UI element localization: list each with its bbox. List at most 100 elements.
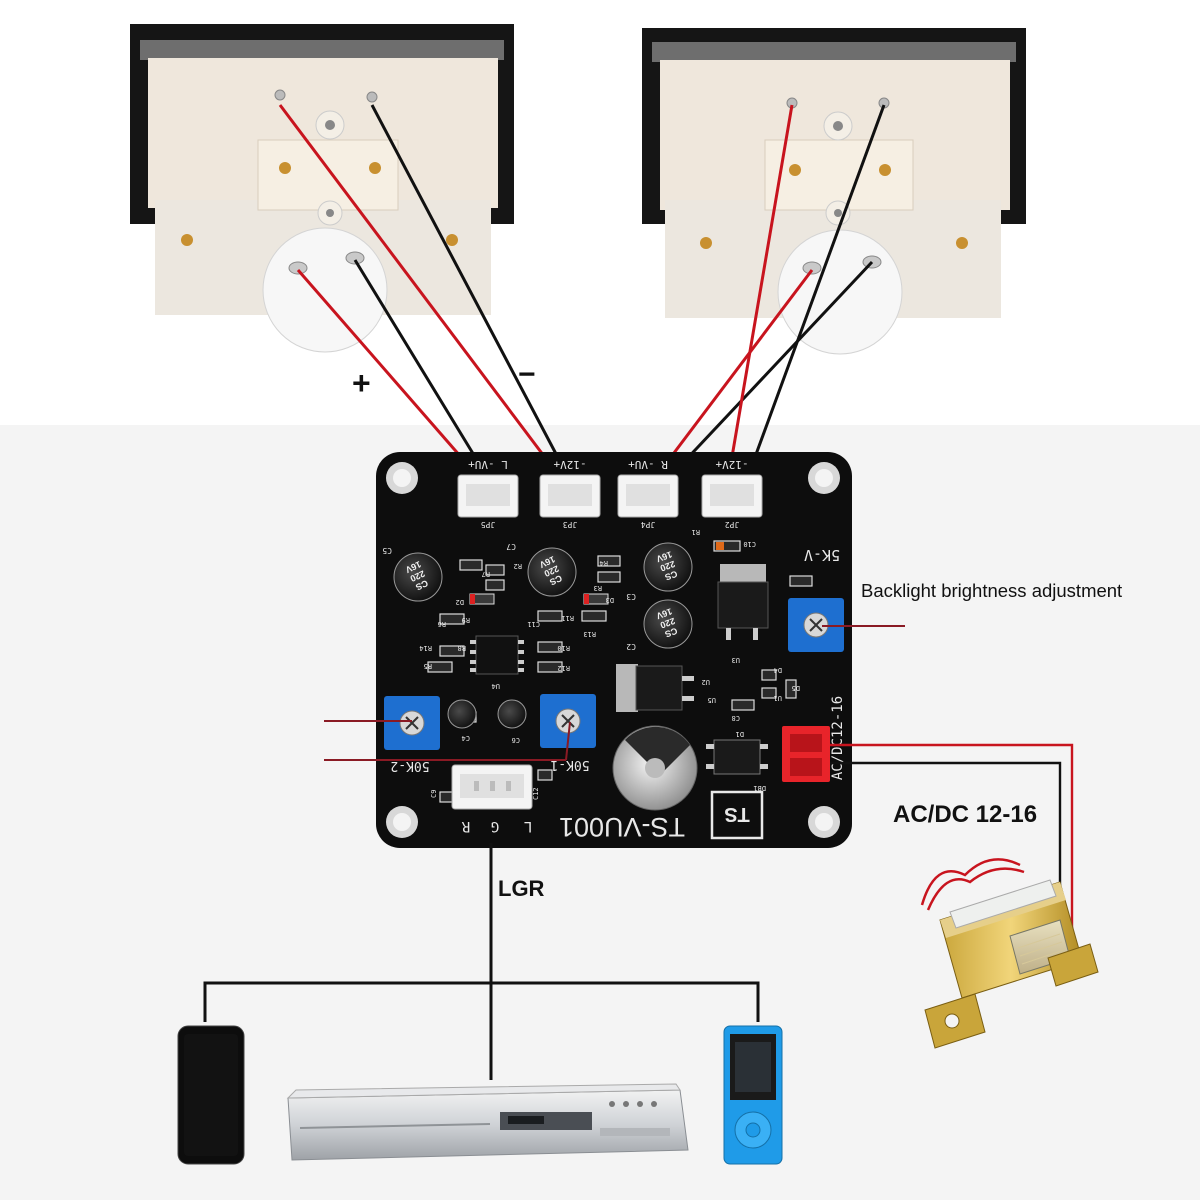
- svg-text:C12: C12: [532, 787, 540, 800]
- svg-text:R11: R11: [561, 614, 574, 622]
- svg-text:R7: R7: [482, 570, 490, 578]
- ts-logo-text: TS: [724, 803, 750, 825]
- svg-text:R5: R5: [424, 662, 432, 670]
- svg-text:D2: D2: [456, 598, 464, 606]
- smartphone-icon: [177, 1025, 245, 1165]
- component-refs: R1 C10 R2 R3 R4 R5 R6 R7 R8 R9 R10 R11 R…: [419, 528, 800, 800]
- vu-meter-back-icon: [642, 28, 1026, 355]
- cap-ref: C3: [626, 592, 636, 601]
- cap-ref: C2: [626, 642, 636, 651]
- svg-text:U5: U5: [708, 696, 716, 704]
- svg-text:C4: C4: [462, 734, 470, 742]
- backlight-adjust-label: Backlight brightness adjustment: [861, 580, 1122, 601]
- svg-text:C11: C11: [527, 620, 540, 628]
- pot-label-5k-v: 5K-V: [804, 546, 840, 564]
- cap-ref: C5: [382, 546, 392, 555]
- trimmer-pot-5k-v[interactable]: [788, 598, 844, 652]
- mp3-player: [723, 1025, 783, 1165]
- cap-text-2: 220: [659, 559, 677, 574]
- transformer: [920, 858, 1099, 1049]
- power-wires: [830, 743, 1074, 928]
- audio-pin-r: R: [461, 818, 470, 834]
- op-amp-ic: [470, 635, 524, 675]
- meter-connector-jp4[interactable]: R -VU+ JP4: [617, 458, 679, 529]
- power-silk-label: AC/DC12-16: [830, 696, 846, 780]
- connector-ref-label: JP2: [725, 520, 740, 529]
- cap-ref: C7: [506, 542, 516, 551]
- regulator-u5: [616, 664, 694, 712]
- svg-text:R13: R13: [583, 630, 596, 638]
- minus-label: −: [518, 358, 536, 391]
- connector-ref-label: JP3: [563, 520, 578, 529]
- cap-text-2: 220: [659, 616, 677, 631]
- board-model-label: TS-VU001: [559, 812, 685, 842]
- audio-input-connector[interactable]: [451, 764, 533, 810]
- bridge-rectifier: [706, 739, 768, 775]
- ts-logo: TS: [710, 790, 764, 840]
- plus-label: +: [352, 365, 371, 401]
- cap-text-1: CS: [414, 578, 430, 592]
- capacitor-c2: CS 220 16V C2: [626, 599, 693, 651]
- power-input-label: AC/DC 12-16: [893, 801, 1037, 828]
- svg-text:R12: R12: [557, 664, 570, 672]
- svg-text:DB1: DB1: [753, 784, 766, 792]
- svg-text:U4: U4: [492, 682, 500, 690]
- lgr-label: LGR: [498, 876, 545, 901]
- vu-meter-back-icon: [130, 24, 514, 353]
- power-input-connector[interactable]: [782, 726, 830, 782]
- connector-pins-label: R -VU+: [628, 458, 668, 471]
- meter-connector-jp5[interactable]: L -VU+ JP5: [457, 458, 519, 529]
- dvd-player: [286, 1083, 689, 1161]
- mounting-holes: [386, 462, 840, 838]
- smd-diodes: [469, 542, 724, 605]
- cap-text-1: CS: [663, 569, 678, 583]
- right-vu-meter: [642, 28, 1026, 355]
- connector-pins-label: L -VU+: [468, 458, 508, 471]
- meter-wires: [278, 104, 886, 500]
- svg-text:R4: R4: [600, 559, 608, 567]
- svg-text:R6: R6: [438, 620, 446, 628]
- svg-text:R2: R2: [514, 562, 522, 570]
- svg-text:D5: D5: [792, 684, 800, 692]
- audio-source-wires: [203, 843, 760, 1080]
- mp3-player-icon: [723, 1025, 783, 1165]
- svg-text:C9: C9: [430, 790, 438, 798]
- svg-text:R1: R1: [692, 528, 700, 536]
- filter-capacitor: [612, 725, 698, 811]
- connector-pins-label: -12V+: [553, 458, 586, 471]
- meter-connector-jp3[interactable]: -12V+ JP3: [539, 458, 601, 529]
- annotation-lines: [324, 625, 905, 761]
- trimmer-pot-50k-2[interactable]: [384, 696, 440, 750]
- cap-text-1: CS: [548, 573, 564, 587]
- meter-connector-jp2[interactable]: -12V+ JP2: [701, 458, 763, 529]
- svg-text:R3: R3: [594, 584, 602, 592]
- svg-text:D4: D4: [774, 666, 782, 674]
- trimmer-pot-50k-1[interactable]: [540, 694, 596, 748]
- svg-text:R10: R10: [557, 644, 570, 652]
- svg-text:D3: D3: [606, 596, 614, 604]
- connector-ref-label: JP4: [641, 520, 656, 529]
- svg-text:C10: C10: [743, 540, 756, 548]
- connector-ref-label: JP5: [481, 520, 496, 529]
- smartphone: [177, 1025, 245, 1165]
- regulator-u2: [717, 564, 769, 640]
- connector-pins-label: -12V+: [715, 458, 748, 471]
- svg-text:U2: U2: [702, 678, 710, 686]
- svg-text:R8: R8: [458, 644, 466, 652]
- small-caps: [447, 699, 527, 729]
- audio-pin-g: G: [491, 818, 499, 834]
- transformer-icon: [920, 858, 1099, 1049]
- svg-text:R14: R14: [419, 644, 432, 652]
- capacitor-c5: CS 220 16V C5: [382, 546, 443, 602]
- svg-text:R9: R9: [462, 616, 470, 624]
- audio-pin-l: L: [524, 818, 532, 834]
- capacitor-c3: CS 220 16V C3: [626, 542, 693, 601]
- svg-text:D1: D1: [736, 730, 744, 738]
- vu-driver-board: L -VU+ JP5 -12V+ JP3 R -VU+ JP4 -12V+ JP…: [376, 452, 852, 848]
- svg-text:U3: U3: [732, 656, 740, 664]
- dvd-player-icon: [286, 1083, 689, 1161]
- capacitor-c7: CS 220 16V C7: [506, 542, 577, 597]
- svg-text:C6: C6: [512, 736, 520, 744]
- svg-text:U1: U1: [774, 694, 782, 702]
